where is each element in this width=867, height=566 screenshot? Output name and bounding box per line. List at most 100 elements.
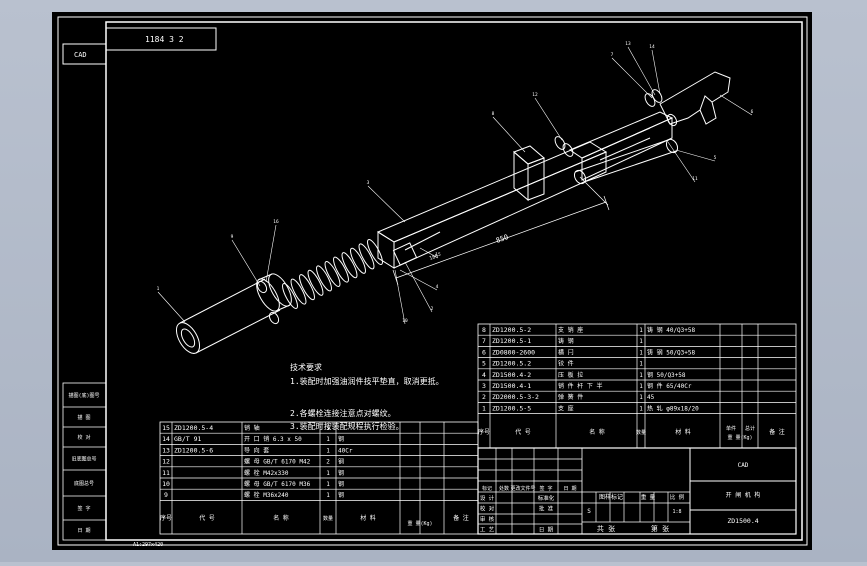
- table-rule: [265, 224, 277, 283]
- signature-role-label: 设 计: [480, 494, 495, 502]
- bom-right-material: 热 轧 φ89x18/20: [647, 404, 699, 412]
- cad-label: CAD: [74, 51, 87, 59]
- bom-right-name: 销 件 杆 下 半: [558, 382, 602, 390]
- balloon-number: 14: [649, 44, 655, 50]
- side-block-label: 校 对: [77, 434, 90, 441]
- notes-line-1: 1.装配时加强油润件技平垫直，取消更抵。: [290, 376, 444, 386]
- bom-left-name: 螺 栓 M42x330: [244, 469, 289, 477]
- bom-right-name: 铰 件: [558, 360, 574, 368]
- bom-left-code: GB/T 91: [174, 435, 201, 443]
- bom-right-name: 支 座: [558, 404, 574, 412]
- bom-left-no: 14: [162, 435, 170, 443]
- revision-header-label: 处数: [499, 485, 509, 492]
- revision-header-label: 日 期: [563, 486, 576, 492]
- revision-header-label: 标记: [482, 485, 492, 492]
- bom-right-header: 数量: [636, 429, 646, 436]
- bom-left-name: 销 轴: [244, 424, 260, 432]
- table-rule: [419, 247, 439, 259]
- balloon-leaders: [157, 46, 753, 325]
- bom-left-no: 13: [162, 446, 170, 454]
- dimension-length: [392, 176, 610, 286]
- side-block-label: 描图(底)图号: [68, 392, 99, 399]
- bom-right-name: 铸 钢: [558, 337, 574, 345]
- bom-left-header: 材 料: [360, 514, 376, 522]
- bom-right-qty: 1: [639, 338, 643, 345]
- bom-left-name: 螺 栓 M36x240: [244, 491, 289, 499]
- balloon-number: 4: [436, 284, 439, 290]
- bom-left-material: 钢: [338, 491, 344, 499]
- bom-left-no: 10: [162, 480, 170, 488]
- inner-border: [105, 21, 803, 541]
- bom-left-name: 导 向 套: [244, 446, 269, 454]
- balloon-number: 5: [714, 155, 717, 161]
- bom-right-code: ZD1500.4-1: [492, 382, 531, 390]
- bom-right-code: ZD1500.4-2: [492, 371, 531, 379]
- spring-coil: [290, 278, 307, 305]
- balloon-number: 2: [431, 306, 434, 312]
- clamp-block: [513, 145, 545, 202]
- bom-left-qty: 1: [326, 447, 330, 454]
- bom-right-header: 总计: [745, 425, 755, 432]
- bom-right-header: 序号: [478, 428, 490, 436]
- bom-right-header: 重 量(Kg): [727, 434, 752, 441]
- bom-left-no: 15: [162, 424, 170, 432]
- bom-right-qty: 1: [639, 405, 643, 412]
- bom-right-code: ZD1200.5.2: [492, 360, 531, 368]
- spring: [282, 238, 383, 310]
- revision-header-label: 签 字: [539, 485, 552, 492]
- bom-left-material: 钢: [338, 480, 344, 488]
- bom-right-qty: 1: [639, 361, 643, 368]
- balloon-number: 10: [402, 318, 408, 324]
- fastener-nuts: [256, 89, 663, 325]
- bom-left-qty: 1: [326, 492, 330, 499]
- title-block: 标记处数更改文件号签 字日 期设 计校 对审 核工 艺标准化批 准日 期图样标记…: [477, 447, 797, 535]
- side-block-label: 签 字: [77, 505, 90, 512]
- bom-right-code: ZD2000.5-3-2: [492, 393, 539, 401]
- revision-header-label: 更改文件号: [510, 485, 535, 492]
- outer-border: [57, 16, 808, 546]
- bom-right-qty: 1: [639, 349, 643, 356]
- bom-left-material: 40Cr: [338, 447, 353, 454]
- spring-coil: [358, 243, 375, 270]
- signature-role-label: 校 对: [480, 505, 495, 513]
- spring-coil: [307, 269, 324, 296]
- side-block-frame: [62, 382, 107, 541]
- spring-coil: [341, 252, 358, 279]
- bom-left-qty: 1: [326, 425, 330, 432]
- title-block-frame: [477, 447, 797, 535]
- bom-right-qty: 1: [639, 383, 643, 390]
- bom-right-material: 45: [647, 394, 655, 401]
- table-rule: [231, 239, 261, 287]
- bom-right-name: 支 销 座: [558, 326, 583, 334]
- table-rule: [367, 185, 406, 223]
- table-rule: [667, 141, 696, 183]
- spring-coil: [282, 282, 298, 310]
- balloon-number: 13: [625, 41, 631, 47]
- drawing-name: 开 闸 机 构: [726, 491, 761, 499]
- table-rule: [157, 291, 186, 323]
- table-rule: [719, 94, 753, 116]
- table-rule: [627, 46, 656, 96]
- bom-left-no: 9: [164, 491, 168, 499]
- side-block-label: 旧底图总号: [71, 456, 96, 463]
- balloon-number: 12: [532, 92, 538, 98]
- bom-right-code: ZD0800-2600: [492, 348, 535, 356]
- bom-left-header: 数量: [323, 515, 333, 522]
- spring-coil: [299, 274, 315, 301]
- balloon-number: 11: [692, 176, 698, 182]
- bom-right-no: 6: [482, 348, 486, 356]
- spring-coil: [333, 256, 349, 283]
- balloon-number: 15: [435, 252, 441, 258]
- bom-right-no: 5: [482, 360, 486, 368]
- bom-left-header: 重 量(Kg): [407, 520, 432, 527]
- table-rule: [534, 97, 563, 141]
- stage-label: 图样标记: [599, 493, 623, 501]
- bom-left-code: ZD1200.5-6: [174, 446, 213, 454]
- sheet-number: 第 张: [651, 524, 669, 533]
- table-rule: [611, 57, 653, 99]
